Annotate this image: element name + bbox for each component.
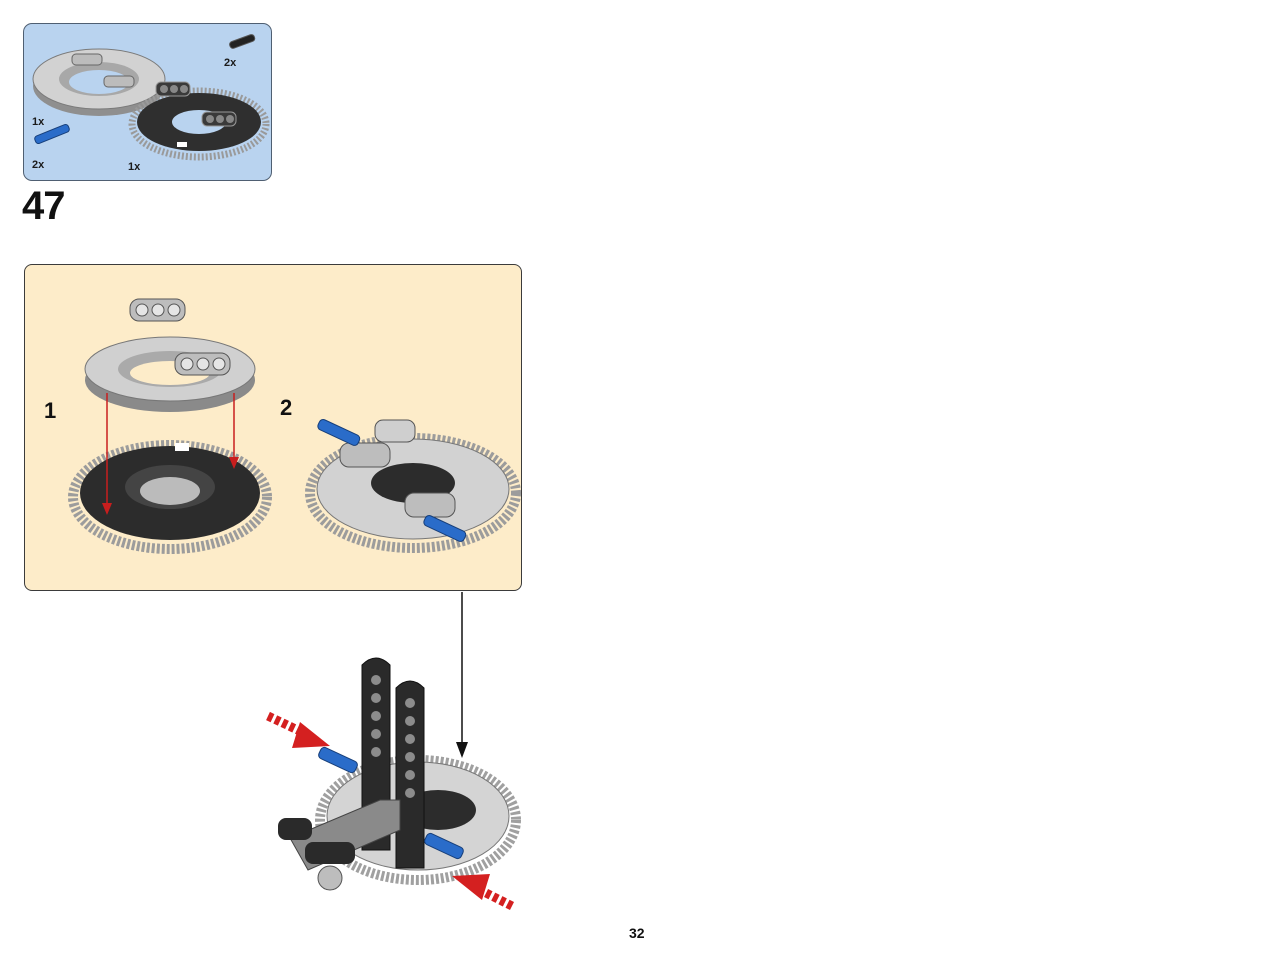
subassembly-callout: 1 2	[24, 264, 522, 591]
qty-turntable-top: 1x	[32, 116, 45, 128]
callout-connector-arrow	[456, 592, 468, 758]
parts-list-box: 1x 1x 2x 2x	[23, 23, 272, 181]
substep-2-label: 2	[280, 395, 293, 420]
model-blue-pins	[318, 746, 464, 860]
turntable-bottom-illustration	[68, 440, 272, 554]
parts-illustration	[32, 34, 270, 161]
model-beams	[361, 657, 425, 869]
assembly-arrows	[102, 393, 239, 515]
qty-blue-axle-pin: 2x	[32, 159, 45, 171]
turntable-top-illustration	[84, 298, 256, 412]
subassembly-illustration	[68, 298, 521, 554]
push-arrow-lower	[452, 874, 515, 911]
black-pin-part	[229, 34, 256, 49]
turntable-bottom-part	[128, 81, 270, 161]
turntable-top-part	[32, 48, 166, 116]
qty-black-pin: 2x	[224, 57, 237, 69]
substep-1-label: 1	[44, 398, 57, 423]
step-number: 47	[22, 184, 65, 228]
assembled-turntable-illustration	[305, 418, 521, 553]
push-arrow-upper	[266, 711, 330, 748]
blue-axle-pin-part	[34, 123, 70, 145]
page-number: 32	[629, 925, 645, 941]
qty-turntable-bottom: 1x	[128, 161, 141, 173]
model-turntable	[315, 755, 521, 885]
model-horizontal-beam	[278, 799, 401, 891]
